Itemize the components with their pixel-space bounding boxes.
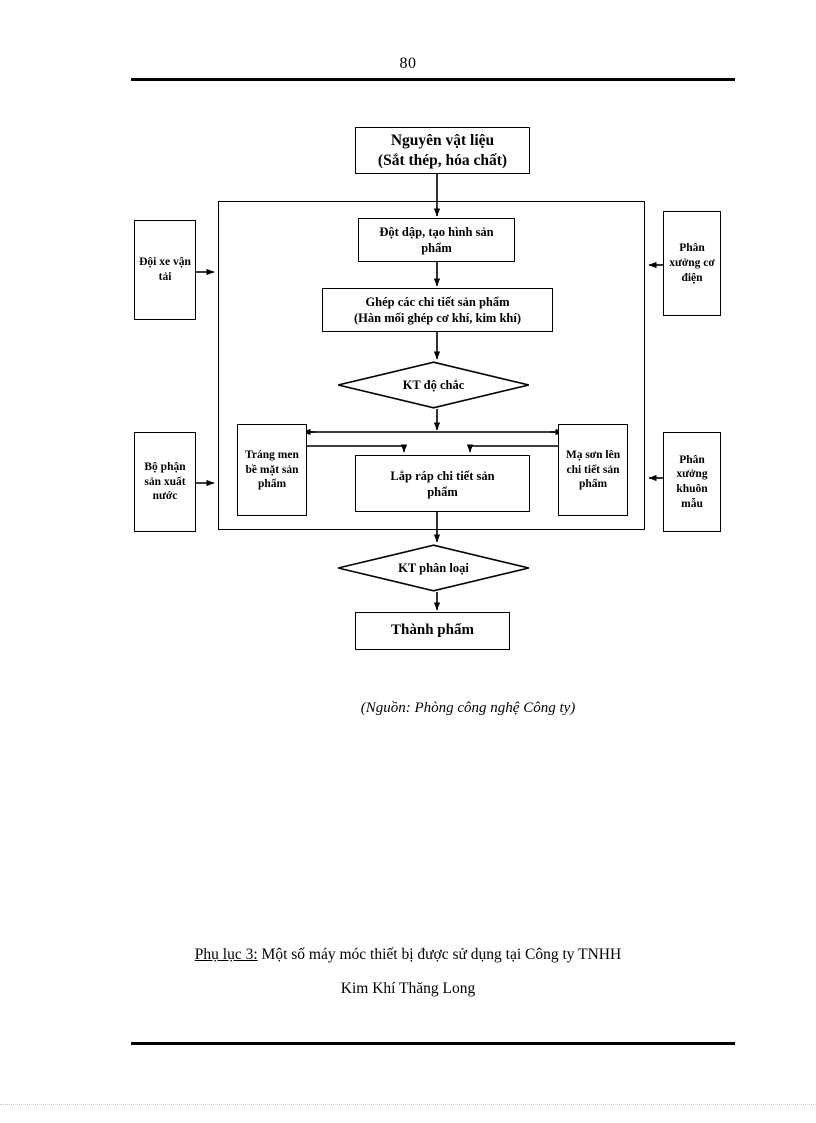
node-mechanical-workshop-label: Phân xưởng cơ điện xyxy=(669,242,715,284)
production-process-flowchart: Nguyên vật liệu (Sắt thép, hóa chất) Đột… xyxy=(134,127,721,650)
node-paint-plating: Mạ sơn lên chi tiết sản phẩm xyxy=(558,424,628,516)
node-finished-product-label: Thành phẩm xyxy=(391,622,474,639)
node-mold-workshop-label: Phân xưởng khuôn mẫu xyxy=(676,453,708,510)
node-water-production: Bộ phận sản xuất nước xyxy=(134,432,196,532)
appendix-label: Phụ lục 3: xyxy=(194,946,258,963)
node-mechanical-workshop: Phân xưởng cơ điện xyxy=(663,211,721,316)
footer-rule xyxy=(131,1042,735,1045)
node-transport-team: Đội xe vận tải xyxy=(134,220,196,320)
node-joining: Ghép các chi tiết sản phẩm (Hàn mối ghép… xyxy=(322,288,553,332)
node-stamping-line2: phẩm xyxy=(421,241,452,255)
node-enamel-coating: Tráng men bề mặt sản phẩm xyxy=(237,424,307,516)
node-enamel-coating-label: Tráng men bề mặt sản phẩm xyxy=(245,448,299,491)
node-stamping-line1: Đột dập, tạo hình sản xyxy=(379,225,494,239)
node-assembly-line1: Lắp ráp chi tiết sản xyxy=(390,468,495,483)
appendix-title-line2: Kim Khí Thăng Long xyxy=(340,980,476,998)
page-edge-divider xyxy=(0,1104,816,1106)
process-group-boundary xyxy=(218,201,645,530)
node-raw-material: Nguyên vật liệu (Sắt thép, hóa chất) xyxy=(355,127,530,174)
header-rule xyxy=(131,78,735,81)
appendix-caption: Phụ lục 3: Một số máy móc thiết bị được … xyxy=(0,938,816,1006)
node-classification-check-label: KT phân loại xyxy=(398,560,469,575)
node-mold-workshop: Phân xưởng khuôn mẫu xyxy=(663,432,721,532)
appendix-title-line1: Một số máy móc thiết bị được sử dụng tại… xyxy=(257,946,622,963)
node-water-production-label: Bộ phận sản xuất nước xyxy=(144,460,186,503)
node-raw-material-line1: Nguyên vật liệu xyxy=(390,131,495,149)
node-assembly-line2: phẩm xyxy=(427,484,458,499)
node-paint-plating-label: Mạ sơn lên chi tiết sản phẩm xyxy=(565,448,621,491)
page-number: 80 xyxy=(399,55,417,72)
node-strength-check: KT độ chắc xyxy=(337,361,530,409)
node-finished-product: Thành phẩm xyxy=(355,612,510,650)
node-transport-team-label: Đội xe vận tải xyxy=(139,256,191,283)
appendix-line1: Phụ lục 3: Một số máy móc thiết bị được … xyxy=(0,938,816,972)
node-joining-line2: (Hàn mối ghép cơ khí, kim khí) xyxy=(353,311,522,325)
node-raw-material-line2: (Sắt thép, hóa chất) xyxy=(377,151,508,169)
node-strength-check-label: KT độ chắc xyxy=(402,377,465,392)
node-joining-line1: Ghép các chi tiết sản phẩm xyxy=(365,295,510,309)
source-caption-text: (Nguồn: Phòng công nghệ Công ty) xyxy=(360,700,576,716)
node-assembly: Lắp ráp chi tiết sản phẩm xyxy=(355,455,530,512)
node-stamping: Đột dập, tạo hình sản phẩm xyxy=(358,218,515,262)
source-caption: (Nguồn: Phòng công nghệ Công ty) xyxy=(0,700,816,717)
node-classification-check: KT phân loại xyxy=(337,544,530,592)
